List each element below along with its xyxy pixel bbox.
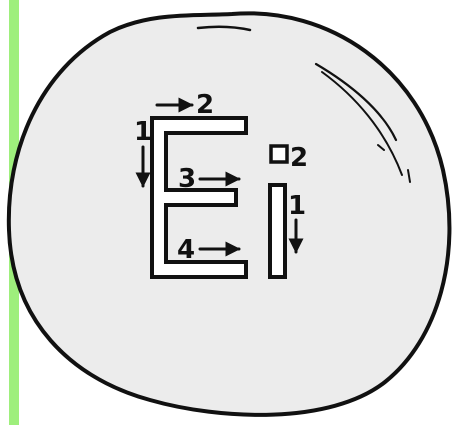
e-stroke-2-number: 2 — [196, 90, 214, 120]
egg-outline — [9, 13, 450, 415]
e-stroke-3-number: 3 — [178, 164, 196, 194]
e-stroke-1-number: 1 — [134, 117, 152, 147]
letter-i-dot — [271, 146, 287, 162]
i-dot-number: 2 — [290, 143, 308, 173]
i-stem-number: 1 — [288, 191, 306, 221]
e-stroke-4-number: 4 — [177, 235, 195, 265]
letter-i-stem — [270, 185, 285, 277]
